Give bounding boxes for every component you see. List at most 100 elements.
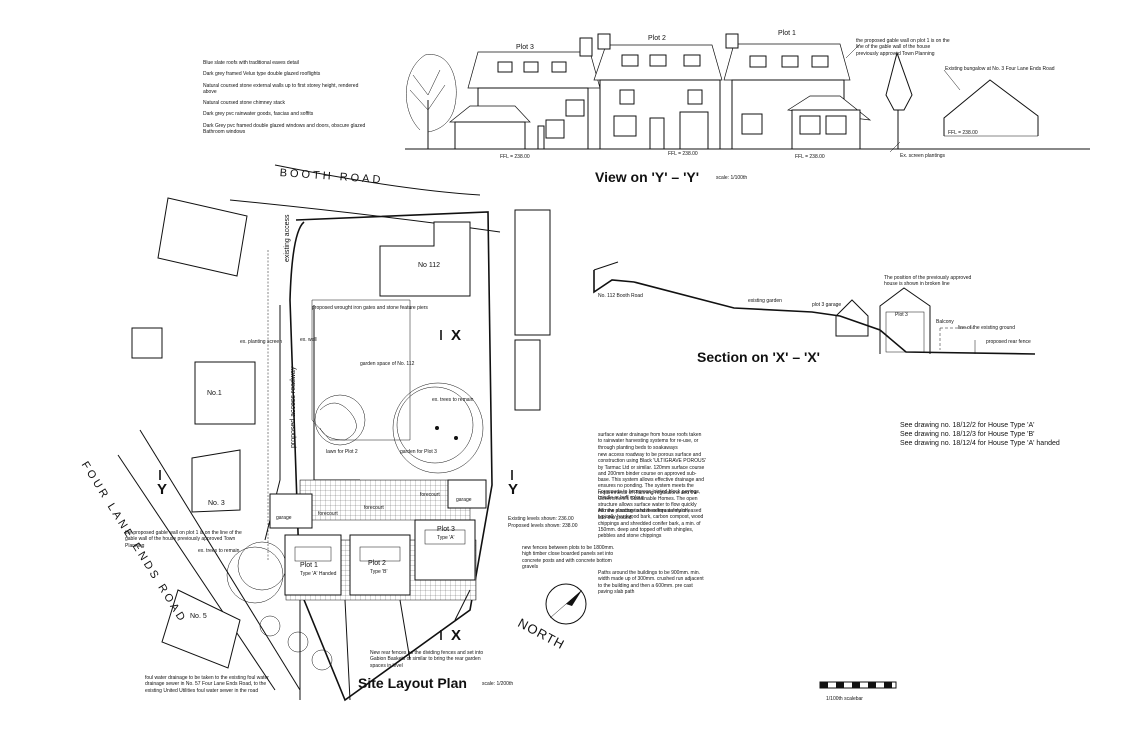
- neighbour-building-north: [157, 197, 248, 277]
- materials-notes: Blue slate roofs with traditional eaves …: [203, 60, 373, 135]
- note-new-rear-fences: New rear fences as the dividing fences a…: [370, 650, 484, 669]
- garden-112-label: garden space of No. 112: [360, 361, 415, 367]
- planting-screen-label: ex. planting screen: [240, 339, 282, 345]
- leader-bungalow: [943, 69, 961, 91]
- site-boundary: [289, 211, 493, 702]
- house-no5: [161, 589, 241, 669]
- house-no1: [194, 361, 256, 425]
- leader-gable: [845, 43, 861, 59]
- plot3-type: Type 'A': [437, 535, 455, 541]
- plot1-garage: [269, 493, 313, 529]
- trees-retain-label: ex. trees to remain: [432, 397, 474, 403]
- elev-plot1-label: Plot 1: [778, 30, 796, 37]
- existing-wall-label: ex. wall: [300, 337, 317, 343]
- plot1-type: Type 'A' Handed: [300, 571, 337, 577]
- note-forecourts: Forecourts to be porous jointed block pa…: [598, 489, 701, 502]
- marker-y-left: Y: [157, 481, 168, 498]
- elevation-existing-bungalow: [943, 79, 1039, 137]
- four-lane-ends-edge-2: [139, 429, 301, 691]
- forecourt-label-1: forecourt: [318, 511, 338, 517]
- note-windows: Dark Grey pvc framed double glazed windo…: [203, 122, 366, 135]
- elevation-plot3: [449, 37, 601, 150]
- section-balcony-label: Balcony: [936, 319, 954, 325]
- neighbour-east-2: [514, 339, 541, 411]
- section-plot3-house: [879, 287, 931, 354]
- forecourt-paving: [299, 479, 471, 521]
- elev-screen-label: Ex. screen plantings: [900, 153, 946, 159]
- plot3-detail: [424, 529, 466, 545]
- booth-road-edge-1: [274, 164, 481, 196]
- house-no3: [191, 449, 241, 513]
- elevation-scale: scale: 1/100th: [716, 175, 748, 181]
- neighbour-east-1: [514, 209, 551, 336]
- house-no5-label: No. 5: [190, 613, 207, 620]
- note-foul-water: foul water drainage to be taken to the e…: [145, 675, 269, 694]
- four-lane-ends-edge-1: [117, 454, 276, 691]
- marker-y-right: Y: [508, 481, 519, 498]
- section-outline-note: The position of the previously approved …: [884, 275, 972, 288]
- elev-plot3-label: Plot 3: [516, 44, 534, 51]
- section-garage: [835, 299, 869, 337]
- plot3-label: Plot 3: [437, 526, 455, 533]
- tree-group-corner: [226, 541, 333, 671]
- elev-level-2: FFL = 238.00: [668, 151, 698, 157]
- proposed-levels-label: Proposed levels shown: 238.00: [508, 523, 578, 529]
- note-driveway: new access roadway to be porous surface …: [598, 452, 706, 521]
- site-plan-title: Site Layout Plan: [358, 675, 467, 691]
- tree-group-retained: [314, 382, 484, 474]
- elev-level-3: FFL = 238.00: [795, 154, 825, 160]
- section-ground-label: line of the existing ground: [958, 325, 1015, 331]
- rear-garden-fences: [299, 589, 471, 701]
- elevation-drawing: [405, 33, 1090, 153]
- note-gable-plan: the proposed gable wall on plot 1 is on …: [125, 530, 242, 549]
- plot2-label: Plot 2: [368, 560, 386, 567]
- existing-levels-label: Existing levels shown: 236.00: [508, 516, 574, 522]
- section-plot3-label: Plot 3: [895, 312, 908, 318]
- elevation-screen-tree: [885, 51, 913, 149]
- drawing-ref-c: See drawing no. 18/12/4 for House Type '…: [900, 440, 1060, 447]
- section-title: Section on 'X' – 'X': [697, 349, 821, 365]
- house-no1-label: No.1: [207, 390, 222, 397]
- elevation-plot1: [723, 33, 872, 150]
- note-paths: Paths around the buildings to be 900mm. …: [598, 570, 704, 595]
- plot1-footprint: [284, 534, 342, 596]
- section-no112: No. 112 Booth Road: [598, 293, 643, 299]
- proposed-roadway-label: proposed access roadway: [290, 366, 297, 448]
- forecourt-label-3: forecourt: [420, 492, 440, 498]
- garden-112-boundary: [311, 299, 411, 441]
- house-no112: [379, 221, 471, 297]
- section-garage-label: plot 3 garage: [812, 302, 842, 308]
- plot2-footprint: [349, 534, 411, 596]
- trees-retain-label-2: ex. trees to remain: [198, 548, 240, 554]
- note-chimney: Natural coursed stone chimney stack: [203, 100, 285, 106]
- garden-plot3-label: garden for Plot 3: [400, 449, 437, 455]
- section-fence-label: proposed rear fence: [986, 339, 1031, 345]
- elevation-title: View on 'Y' – 'Y': [595, 169, 700, 185]
- plot2-type: Type 'B': [370, 569, 388, 575]
- elevation-tree-left: [406, 54, 457, 149]
- elev-level-4: FFL = 238.00: [948, 130, 978, 136]
- note-surface-water: surface water drainage from house roofs …: [598, 432, 702, 451]
- section-garden: existing garden: [748, 298, 782, 304]
- scale-bar: [819, 681, 897, 689]
- forecourt-label-2: forecourt: [364, 505, 384, 511]
- section-ground-line: [593, 270, 1036, 355]
- section-balcony: [939, 327, 975, 350]
- scale-bar-label: 1/100th scalebar: [826, 696, 863, 702]
- drawing-references: See drawing no. 18/12/2 for House Type '…: [900, 422, 1060, 447]
- section-drawing: [593, 261, 1036, 355]
- marker-x-top: X: [451, 327, 462, 344]
- elev-gable-note: the proposed gable wall on plot 1 is on …: [856, 38, 950, 57]
- plot1-garage-label: garage: [276, 515, 292, 521]
- gateway-label: proposed wrought iron gates and stone fe…: [312, 305, 428, 311]
- elev-level-1: FFL = 238.00: [500, 154, 530, 160]
- note-roof: Blue slate roofs with traditional eaves …: [203, 60, 299, 66]
- house-no3-label: No. 3: [208, 500, 225, 507]
- plot2-detail: [359, 546, 401, 562]
- neighbour-outbuilding: [131, 327, 163, 359]
- site-plan: [117, 164, 587, 702]
- plot1-label: Plot 1: [300, 562, 318, 569]
- north-arrow: [545, 583, 587, 625]
